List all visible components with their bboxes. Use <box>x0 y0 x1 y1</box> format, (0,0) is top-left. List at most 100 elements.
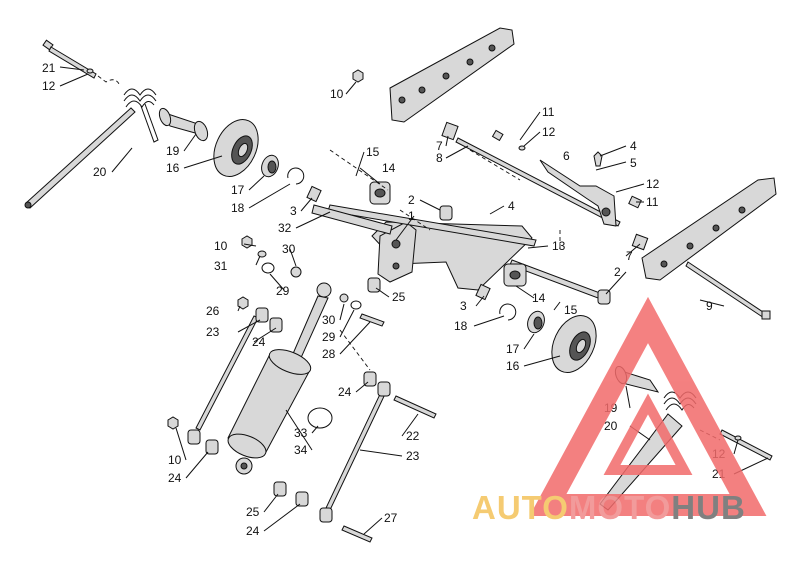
watermark-triangle-icon <box>529 296 767 516</box>
callout-7: 7 <box>436 139 443 153</box>
callout-32: 32 <box>278 221 292 235</box>
watermark-inner-triangle-icon <box>603 393 693 475</box>
snap-ring-right <box>499 303 517 321</box>
callout-3: 3 <box>290 204 297 218</box>
bushing-2a <box>439 205 453 221</box>
callout-28: 28 <box>322 347 336 361</box>
callout-27: 27 <box>384 511 398 525</box>
o-ring-29b <box>350 300 362 310</box>
svg-text:AUTOMOTOHUB: AUTOMOTOHUB <box>472 489 746 526</box>
bushing-7b <box>631 233 649 251</box>
callout-24: 24 <box>252 335 266 349</box>
callout-30: 30 <box>322 313 336 327</box>
bearing-right <box>527 310 545 334</box>
callout-23: 23 <box>406 449 420 463</box>
callout-30: 30 <box>282 242 296 256</box>
bushing-14b <box>503 263 527 287</box>
bolt-top-11 <box>491 129 526 151</box>
bushing-25b <box>273 481 287 497</box>
washer-31 <box>257 250 267 258</box>
bushing-7a <box>441 121 459 141</box>
callout-15: 15 <box>366 145 380 159</box>
callout-6: 6 <box>563 149 570 163</box>
callout-24: 24 <box>168 471 182 485</box>
callout-11: 11 <box>542 105 555 119</box>
callout-16: 16 <box>506 359 520 373</box>
callout-24: 24 <box>338 385 352 399</box>
bolt-9 <box>685 261 767 319</box>
washer-right-12 <box>734 435 742 441</box>
callout-33: 33 <box>294 426 308 440</box>
callout-labels: 21 12 20 19 16 17 18 3 32 10 7 8 11 12 4… <box>42 61 726 538</box>
bushing-14a <box>369 181 391 205</box>
spring-rod-left <box>24 107 136 209</box>
o-ring-33 <box>307 407 333 429</box>
callout-4: 4 <box>508 199 515 213</box>
callout-34: 34 <box>294 443 308 457</box>
callout-15: 15 <box>564 303 578 317</box>
slide-rail-left <box>389 27 515 123</box>
callout-13: 13 <box>552 239 566 253</box>
callout-7: 7 <box>626 249 633 263</box>
automotohub-watermark: AUTOMOTOHUB <box>472 296 767 526</box>
callout-17: 17 <box>506 342 520 356</box>
callout-10: 10 <box>330 87 344 101</box>
idler-wheel-right <box>551 315 597 373</box>
bolt-left-21 <box>42 39 97 79</box>
limiter-bracket <box>539 159 617 227</box>
callout-10: 10 <box>168 453 182 467</box>
callout-16: 16 <box>166 161 180 175</box>
callout-29: 29 <box>276 284 290 298</box>
leader-dash <box>97 75 121 87</box>
callout-12: 12 <box>542 125 556 139</box>
callout-9: 9 <box>706 299 713 313</box>
nut-mid-10 <box>241 235 253 249</box>
washer-left-12 <box>86 68 94 74</box>
callout-24: 24 <box>246 524 260 538</box>
nut-top-10 <box>352 69 364 83</box>
callout-19: 19 <box>166 144 180 158</box>
bolt-28 <box>359 313 385 327</box>
snap-ring-left <box>287 167 305 185</box>
slide-rail-right <box>641 177 777 281</box>
bolt-right-11 <box>628 195 642 209</box>
watermark-hub: HUB <box>671 489 746 526</box>
callout-12: 12 <box>42 79 56 93</box>
callout-20: 20 <box>93 165 107 179</box>
callout-4: 4 <box>630 139 637 153</box>
callout-1: 1 <box>408 209 415 223</box>
callout-12: 12 <box>646 177 660 191</box>
callout-23: 23 <box>206 325 220 339</box>
callout-21: 21 <box>42 61 56 75</box>
bolt-9-head <box>761 310 771 320</box>
cross-shaft-8 <box>455 137 621 227</box>
callout-5: 5 <box>630 156 637 170</box>
callout-2: 2 <box>614 265 621 279</box>
callout-14: 14 <box>532 291 546 305</box>
bearing-left <box>261 154 279 178</box>
torsion-spring-left <box>123 88 159 143</box>
shaft-32 <box>311 204 393 235</box>
bushing-30b <box>339 293 349 303</box>
nut-lower-10 <box>167 416 179 430</box>
leader-lines <box>59 66 769 535</box>
callout-20: 20 <box>604 419 618 433</box>
bushing-30a <box>290 266 302 278</box>
o-ring-29a <box>261 262 275 274</box>
spacer-tube-left <box>158 107 209 142</box>
watermark-moto: MOTO <box>569 489 671 526</box>
front-arm-assembly <box>327 204 537 291</box>
callout-2: 2 <box>408 193 415 207</box>
idler-wheel-left <box>213 119 259 177</box>
callout-17: 17 <box>231 183 245 197</box>
link-rod-left <box>187 296 283 455</box>
callout-29: 29 <box>322 330 336 344</box>
callout-26: 26 <box>206 304 220 318</box>
callout-14: 14 <box>382 161 396 175</box>
shock-absorber <box>227 282 332 475</box>
callout-25: 25 <box>392 290 406 304</box>
callout-25: 25 <box>246 505 260 519</box>
bushing-24d <box>295 491 309 507</box>
